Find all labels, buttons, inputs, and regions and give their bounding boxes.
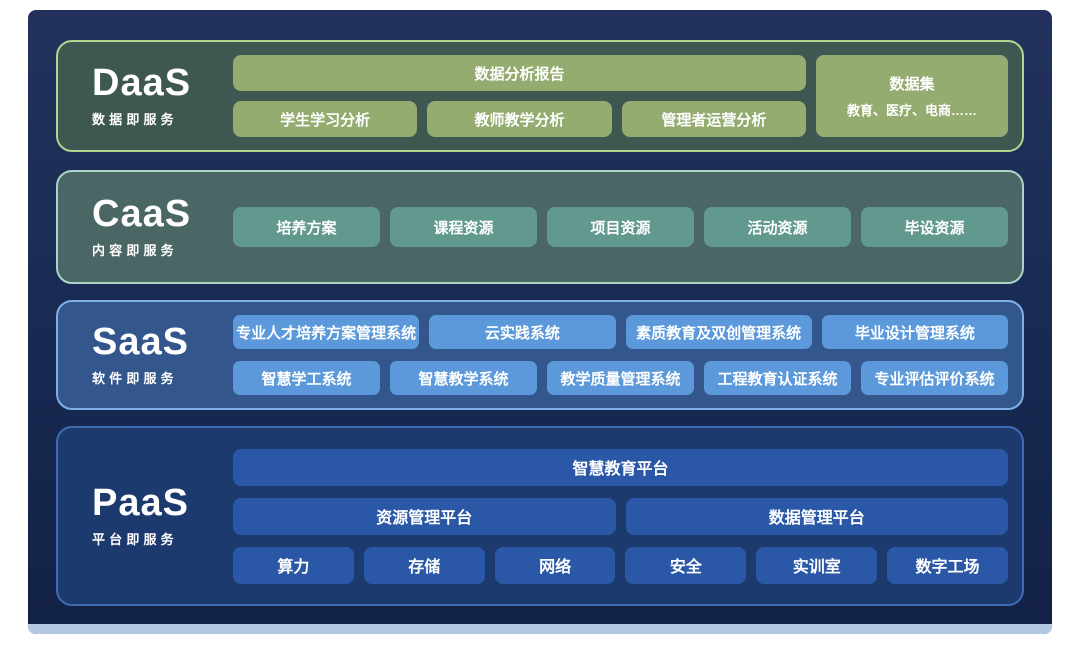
daas-acronym: DaaS <box>92 62 192 105</box>
pill-training-plan: 培养方案 <box>233 207 380 247</box>
saas-subtitle: 软件即服务 <box>92 370 178 386</box>
pill-data-analysis-report: 数据分析报告 <box>233 55 806 91</box>
paas-subtitle: 平台即服务 <box>92 531 178 547</box>
pill-activity-resources: 活动资源 <box>704 207 851 247</box>
saas-acronym: SaaS <box>92 321 189 364</box>
pill-graduation-design-system: 毕业设计管理系统 <box>821 315 1008 349</box>
pill-teaching-quality-system: 教学质量管理系统 <box>547 361 694 395</box>
pill-digital-factory: 数字工场 <box>887 546 1008 584</box>
bottom-accent-bar <box>28 624 1052 634</box>
pill-smart-education-platform: 智慧教育平台 <box>233 448 1008 486</box>
layer-caas: CaaS 内容即服务 培养方案 课程资源 项目资源 活动资源 毕设资源 <box>56 170 1024 284</box>
layer-label-daas: DaaS 数据即服务 <box>92 62 233 128</box>
pill-teacher-teaching-analysis: 教师教学分析 <box>427 101 612 137</box>
layer-saas: SaaS 软件即服务 专业人才培养方案管理系统 云实践系统 素质教育及双创管理系… <box>56 300 1024 410</box>
pill-cloud-practice-system: 云实践系统 <box>429 315 616 349</box>
pill-resource-management-platform: 资源管理平台 <box>233 497 616 535</box>
pill-manager-operation-analysis: 管理者运营分析 <box>621 101 806 137</box>
dataset-box: 数据集 教育、医疗、电商…… <box>816 55 1008 137</box>
layer-daas: DaaS 数据即服务 数据分析报告 学生学习分析 教师教学分析 管理者运营分析 … <box>56 40 1024 152</box>
daas-pill-grid: 数据分析报告 学生学习分析 教师教学分析 管理者运营分析 <box>233 55 806 137</box>
daas-subtitle: 数据即服务 <box>92 111 178 127</box>
pill-security: 安全 <box>625 546 747 584</box>
caas-acronym: CaaS <box>92 193 192 236</box>
pill-smart-student-affairs-system: 智慧学工系统 <box>233 361 380 395</box>
pill-engineering-education-certification-system: 工程教育认证系统 <box>704 361 851 395</box>
layer-label-paas: PaaS 平台即服务 <box>92 482 233 548</box>
pill-quality-education-innovation-system: 素质教育及双创管理系统 <box>625 315 812 349</box>
architecture-diagram: DaaS 数据即服务 数据分析报告 学生学习分析 教师教学分析 管理者运营分析 … <box>28 10 1052 634</box>
layer-label-caas: CaaS 内容即服务 <box>92 193 233 259</box>
dataset-desc: 教育、医疗、电商…… <box>846 103 977 118</box>
saas-content: 专业人才培养方案管理系统 云实践系统 素质教育及双创管理系统 毕业设计管理系统 … <box>233 315 1008 395</box>
layer-label-saas: SaaS 软件即服务 <box>92 321 233 387</box>
pill-storage: 存储 <box>363 546 485 584</box>
paas-acronym: PaaS <box>92 482 189 525</box>
pill-computing-power: 算力 <box>233 546 354 584</box>
daas-content: 数据分析报告 学生学习分析 教师教学分析 管理者运营分析 数据集 教育、医疗、电… <box>233 55 1008 137</box>
pill-graduation-design-resources: 毕设资源 <box>861 207 1008 247</box>
pill-student-learning-analysis: 学生学习分析 <box>233 101 418 137</box>
pill-course-resources: 课程资源 <box>390 207 537 247</box>
pill-data-management-platform: 数据管理平台 <box>625 497 1008 535</box>
pill-talent-training-plan-system: 专业人才培养方案管理系统 <box>233 315 420 349</box>
paas-content: 智慧教育平台 资源管理平台 数据管理平台 算力 存储 网络 安全 实训室 数字工… <box>233 448 1008 584</box>
dataset-title: 数据集 <box>889 76 935 93</box>
pill-smart-teaching-system: 智慧教学系统 <box>390 361 537 395</box>
pill-major-evaluation-system: 专业评估评价系统 <box>861 361 1008 395</box>
pill-project-resources: 项目资源 <box>547 207 694 247</box>
layer-paas: PaaS 平台即服务 智慧教育平台 资源管理平台 数据管理平台 算力 存储 网络… <box>56 426 1024 606</box>
pill-training-room: 实训室 <box>756 546 878 584</box>
caas-content: 培养方案 课程资源 项目资源 活动资源 毕设资源 <box>233 207 1008 247</box>
pill-network: 网络 <box>494 546 616 584</box>
caas-subtitle: 内容即服务 <box>92 242 178 258</box>
